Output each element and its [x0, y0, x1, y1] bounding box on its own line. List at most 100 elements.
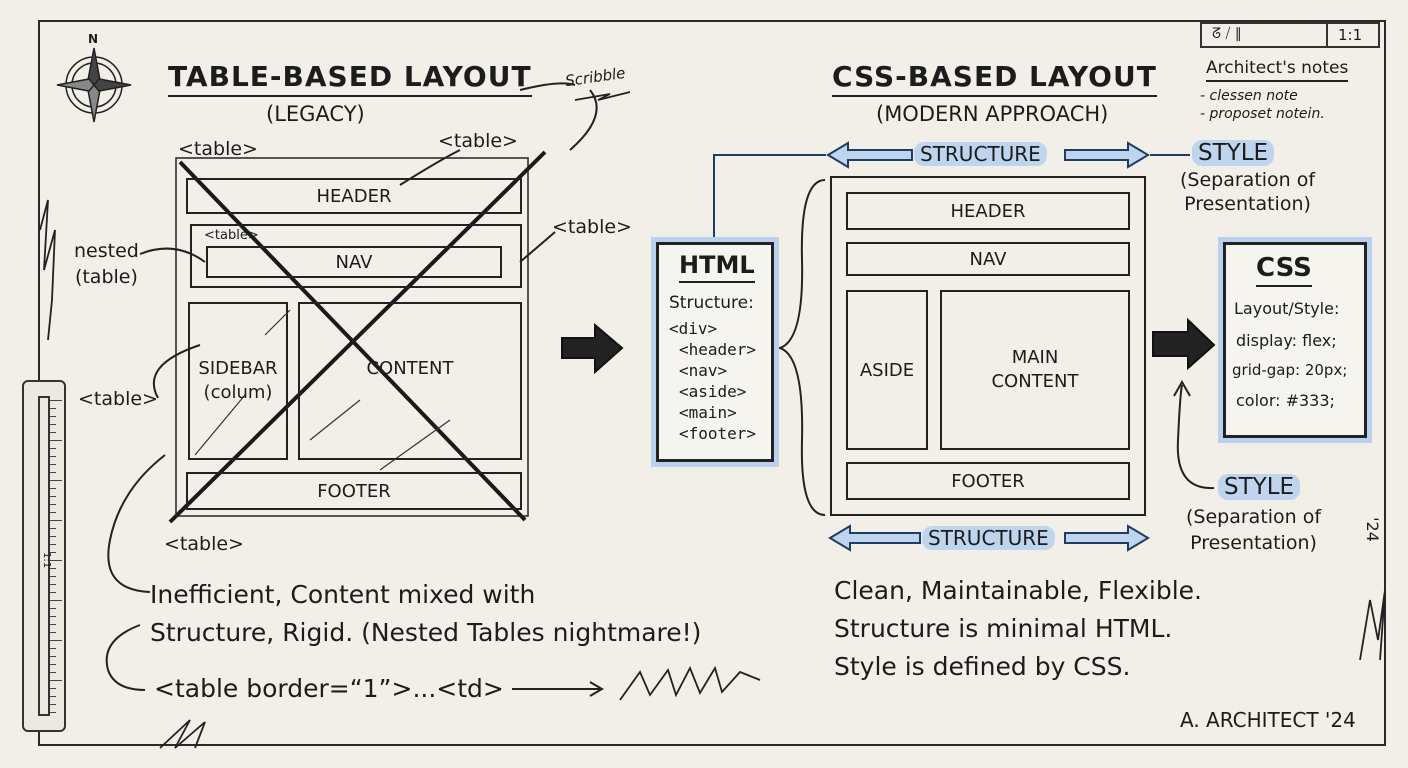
tag-table-inner: <table> — [204, 228, 259, 243]
ruler-tick — [50, 496, 56, 497]
ruler-tick — [50, 576, 56, 577]
title-block: ᘔ ⧸ ∥ 1:1 — [1200, 22, 1380, 48]
ruler-tick — [50, 488, 56, 489]
tag-table-left: <table> — [78, 388, 158, 410]
tag-table-top-left: <table> — [178, 138, 258, 160]
html-box-title: HTML — [679, 251, 755, 283]
tag-table-top-right: <table> — [438, 130, 518, 152]
nested-label-line2: (table) — [74, 266, 138, 288]
html-box-line: <nav> — [679, 361, 728, 380]
notes-line2: - proposet notein. — [1200, 106, 1325, 122]
ruler-tick — [50, 512, 56, 513]
notes-line1: - clessen note — [1200, 88, 1298, 104]
legacy-sidebar-line1: SIDEBAR — [198, 358, 278, 379]
css-box-line: color: #333; — [1236, 391, 1335, 410]
style-bottom-sub1: (Separation of — [1186, 506, 1322, 528]
css-caption-line1: Clean, Maintainable, Flexible. — [834, 576, 1202, 605]
right-subtitle: (MODERN APPROACH) — [876, 102, 1109, 126]
css-layout-outer — [830, 176, 1146, 516]
ruler-tick — [50, 528, 56, 529]
ruler-tick — [50, 400, 62, 401]
ruler-tick — [50, 464, 56, 465]
html-box-line: <aside> — [679, 382, 747, 401]
css-caption-line2: Structure is minimal HTML. — [834, 614, 1173, 643]
ruler-inner — [38, 396, 50, 716]
ruler-tick — [50, 672, 56, 673]
style-bottom-sub2: Presentation) — [1190, 532, 1317, 554]
ruler-tick — [50, 664, 56, 665]
ruler-tick — [50, 624, 56, 625]
css-aside-box: ASIDE — [846, 290, 928, 450]
title-block-divider — [1326, 24, 1328, 46]
css-caption-line3: Style is defined by CSS. — [834, 652, 1131, 681]
legacy-header-box: HEADER — [186, 178, 522, 214]
css-main-line1: MAIN — [1011, 347, 1059, 368]
legacy-caption-line1: Inefficient, Content mixed with — [150, 580, 536, 609]
compass-label: N — [88, 32, 99, 46]
structure-label-top: STRUCTURE — [914, 142, 1047, 166]
ruler-tick — [50, 704, 56, 705]
css-footer-box: FOOTER — [846, 462, 1130, 500]
ruler-tick — [50, 608, 56, 609]
arrow-right-icon — [561, 322, 624, 375]
legacy-code-line: <table border=“1”>...<td> — [154, 674, 504, 703]
legacy-caption-line2: Structure, Rigid. (Nested Tables nightma… — [150, 618, 702, 647]
ruler-tick — [50, 584, 56, 585]
ruler-tick — [50, 568, 56, 569]
css-box-label: Layout/Style: — [1234, 299, 1340, 318]
ruler-tick — [50, 536, 56, 537]
nested-label-line1: nested — [74, 240, 139, 262]
html-box-line: <div> — [669, 319, 718, 338]
html-box-line: <footer> — [679, 424, 757, 443]
arrow-right-icon-2 — [1152, 317, 1216, 371]
css-box-line: grid-gap: 20px; — [1232, 361, 1348, 379]
legacy-sidebar-line2: (colum) — [203, 382, 273, 403]
title-block-mark: ᘔ ⧸ ∥ — [1212, 26, 1242, 42]
signature: A. ARCHITECT '24 — [1180, 708, 1356, 732]
ruler-tick — [50, 504, 56, 505]
tag-table-right: <table> — [552, 216, 632, 238]
left-title: TABLE-BASED LAYOUT — [168, 60, 532, 97]
ruler-tick — [50, 520, 62, 521]
html-box-line: <header> — [679, 340, 757, 359]
ruler-tick — [50, 552, 56, 553]
style-label-bottom: STYLE — [1218, 474, 1301, 500]
left-subtitle: (LEGACY) — [266, 102, 365, 126]
legacy-footer-box: FOOTER — [186, 472, 522, 510]
css-main-line2: CONTENT — [991, 371, 1079, 392]
ruler-tick — [50, 640, 62, 641]
style-label-top: STYLE — [1192, 140, 1275, 166]
ruler-tick — [50, 616, 56, 617]
ruler-tick — [50, 480, 62, 481]
ruler-tick — [50, 416, 56, 417]
legacy-content-box: CONTENT — [298, 302, 522, 460]
ruler-tick — [50, 680, 62, 681]
ruler-tick — [50, 432, 56, 433]
structure-label-bottom: STRUCTURE — [922, 526, 1055, 550]
style-bottom-sub: (Separation of Presentation) — [1186, 504, 1321, 556]
notes-title: Architect's notes — [1206, 58, 1349, 82]
ruler-tick — [50, 712, 56, 713]
title-block-scale: 1:1 — [1338, 26, 1363, 44]
ruler-tick — [50, 592, 56, 593]
css-main-box: MAIN CONTENT — [940, 290, 1130, 450]
ruler-tick — [50, 544, 56, 545]
ruler-tick — [50, 472, 56, 473]
ruler-tick — [50, 456, 56, 457]
legacy-nav-outer — [190, 224, 522, 288]
html-box-line: <main> — [679, 403, 737, 422]
ruler-label: 1:1 — [41, 552, 52, 569]
css-box-title: CSS — [1256, 253, 1312, 287]
ruler-tick — [50, 632, 56, 633]
style-top-sub: (Separation of Presentation) — [1180, 168, 1315, 216]
ruler-tick — [50, 448, 56, 449]
nested-label: nested (table) — [74, 238, 139, 290]
right-title: CSS-BASED LAYOUT — [832, 60, 1157, 97]
ruler-tick — [50, 688, 56, 689]
compass-rose-icon — [56, 47, 132, 123]
style-top-sub2: Presentation) — [1184, 193, 1311, 215]
tag-table-bottom: <table> — [164, 533, 244, 555]
css-nav-box: NAV — [846, 242, 1130, 276]
css-box-line: display: flex; — [1236, 331, 1337, 350]
